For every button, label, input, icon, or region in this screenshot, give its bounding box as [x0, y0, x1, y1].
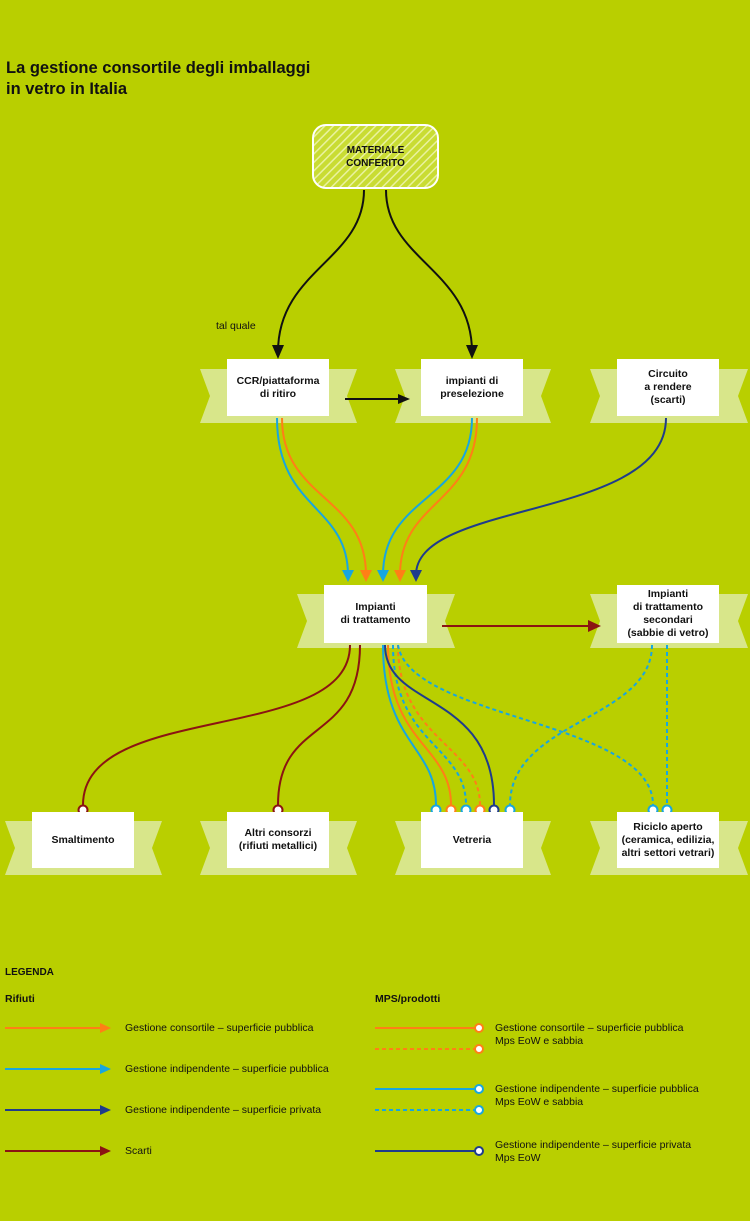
- legend-lines: [5, 1023, 484, 1156]
- flow-lines: [82, 189, 668, 806]
- materiale-line-2: CONFERITO: [346, 157, 405, 169]
- arrowhead-ccr: [272, 345, 284, 359]
- tal-quale-label: tal quale: [216, 320, 256, 332]
- arrowhead-trattamento-3: [377, 570, 389, 582]
- legend-mps-item-3: Gestione indipendente – superficie priva…: [495, 1139, 691, 1165]
- legend-mps-indip-priv-solid-end: [474, 1146, 484, 1156]
- legend-mps-indip-pub-dashed-end: [474, 1105, 484, 1115]
- legend-mps-consortile-dashed-end: [474, 1044, 484, 1054]
- flow-trattamento-smaltimento: [82, 644, 351, 806]
- legend-rifiuti-label-2: Gestione indipendente – superficie pubbl…: [125, 1063, 329, 1075]
- trattamento-line-1: Impianti: [355, 601, 396, 613]
- preselezione-line-2: preselezione: [440, 387, 504, 400]
- secondari-line-1: Impianti: [647, 588, 689, 600]
- secondari-line-3: secondari: [643, 614, 693, 626]
- circuito-line-3: (scarti): [650, 394, 686, 406]
- node-ccr: CCR/piattaforma di ritiro: [227, 359, 329, 416]
- arrowhead-ccr-preselezione: [398, 394, 410, 404]
- legend-mps-2-line-2: Mps EoW e sabbia: [495, 1096, 584, 1108]
- flow-trattamento-altri: [277, 644, 361, 806]
- legend-mps-2-line-1: Gestione indipendente – superficie pubbl…: [495, 1083, 699, 1095]
- legend-mps-3-line-2: Mps EoW: [495, 1152, 541, 1164]
- node-smaltimento: Smaltimento: [32, 812, 134, 868]
- circuito-line-2: a rendere: [644, 381, 692, 393]
- legend-rifiuti-label-4: Scarti: [125, 1145, 152, 1157]
- flow-trattamento-vetreria-navy: [384, 644, 495, 806]
- legend-rifiuti-indip-pub-arrow: [100, 1064, 111, 1074]
- node-materiale-conferito: MATERIALE CONFERITO: [313, 125, 438, 188]
- flow-presel-trattamento-blue: [382, 417, 473, 576]
- legend-mps-1-line-2: Mps EoW e sabbia: [495, 1035, 584, 1047]
- flow-ccr-trattamento-blue: [276, 417, 349, 576]
- ccr-line-1: CCR/piattaforma: [236, 374, 320, 387]
- riciclo-line-3: altri settori vetrari): [621, 846, 715, 859]
- legend-title: LEGENDA: [5, 967, 54, 978]
- flow-trattamento-vetreria-blue-dashed: [392, 644, 467, 806]
- vetreria-line-1: Vetreria: [452, 833, 492, 846]
- page-title: La gestione consortile degli imballaggi …: [6, 58, 310, 100]
- flow-trattamento-vetreria-blue: [382, 644, 437, 806]
- riciclo-line-2: (ceramica, edilizia,: [621, 833, 715, 846]
- secondari-line-2: di trattamento: [632, 601, 703, 613]
- title-line-1: La gestione consortile degli imballaggi: [6, 59, 311, 77]
- flow-presel-trattamento-orange: [399, 417, 478, 576]
- flow-trattamento-vetreria-orange: [387, 644, 452, 806]
- node-riciclo-aperto: Riciclo aperto (ceramica, edilizia, altr…: [617, 812, 719, 868]
- legend-rifiuti-label-3: Gestione indipendente – superficie priva…: [125, 1104, 322, 1116]
- circuito-line-1: Circuito: [648, 368, 688, 380]
- legend-rifiuti-scarti-arrow: [100, 1146, 111, 1156]
- legend-mps-consortile-solid-end: [474, 1023, 484, 1033]
- end-circles: [77, 804, 673, 816]
- trattamento-line-2: di trattamento: [340, 614, 411, 626]
- riciclo-line-1: Riciclo aperto: [633, 820, 703, 833]
- arrowhead-trattamento-1: [342, 570, 354, 582]
- smaltimento-line-1: Smaltimento: [51, 833, 115, 846]
- flow-materiale-preselezione: [385, 189, 473, 353]
- arrowhead-trattamento-4: [394, 570, 406, 582]
- flow-circuito-trattamento-navy: [415, 417, 667, 576]
- legend-mps-item-1: Gestione consortile – superficie pubblic…: [495, 1022, 684, 1048]
- title-line-2: in vetro in Italia: [6, 80, 128, 98]
- node-trattamento: Impianti di trattamento: [324, 585, 427, 643]
- arrowhead-secondari: [588, 620, 601, 632]
- node-vetreria: Vetreria: [421, 812, 523, 868]
- legend-mps-item-2: Gestione indipendente – superficie pubbl…: [495, 1083, 699, 1109]
- node-secondari: Impianti di trattamento secondari (sabbi…: [617, 585, 719, 643]
- arrowhead-preselezione: [466, 345, 478, 359]
- node-circuito: Circuito a rendere (scarti): [617, 359, 719, 416]
- legend-mps-1-line-1: Gestione consortile – superficie pubblic…: [495, 1022, 684, 1034]
- legend-rifiuti-indip-priv-arrow: [100, 1105, 111, 1115]
- legend-rifiuti-label-1: Gestione consortile – superficie pubblic…: [125, 1022, 314, 1034]
- preselezione-line-1: impianti di: [445, 374, 499, 387]
- node-preselezione: impianti di preselezione: [421, 359, 523, 416]
- legend-mps-indip-pub-solid-end: [474, 1084, 484, 1094]
- legend-mps-heading: MPS/prodotti: [375, 993, 441, 1005]
- materiale-line-1: MATERIALE: [346, 144, 405, 156]
- flow-materiale-ccr: [277, 189, 365, 353]
- arrowhead-trattamento-2: [360, 570, 372, 582]
- arrowhead-trattamento-5: [410, 570, 422, 582]
- flow-trattamento-vetreria-orange-dashed: [397, 644, 481, 806]
- altri-line-2: (rifiuti metallici): [238, 840, 318, 852]
- materiale-box: [312, 124, 439, 189]
- ccr-line-2: di ritiro: [259, 387, 297, 400]
- node-altri-consorzi: Altri consorzi (rifiuti metallici): [227, 812, 329, 868]
- flow-ccr-trattamento-orange: [281, 417, 367, 576]
- arrowheads: [272, 345, 601, 632]
- flow-secondari-vetreria-blue-dashed: [509, 644, 653, 806]
- flow-trattamento-riciclo-blue-dashed: [397, 644, 654, 806]
- secondari-line-4: (sabbie di vetro): [627, 627, 709, 639]
- altri-line-1: Altri consorzi: [244, 827, 312, 839]
- legend-rifiuti-heading: Rifiuti: [5, 993, 35, 1005]
- legend-mps-3-line-1: Gestione indipendente – superficie priva…: [495, 1139, 692, 1151]
- legend-rifiuti-consortile-arrow: [100, 1023, 111, 1033]
